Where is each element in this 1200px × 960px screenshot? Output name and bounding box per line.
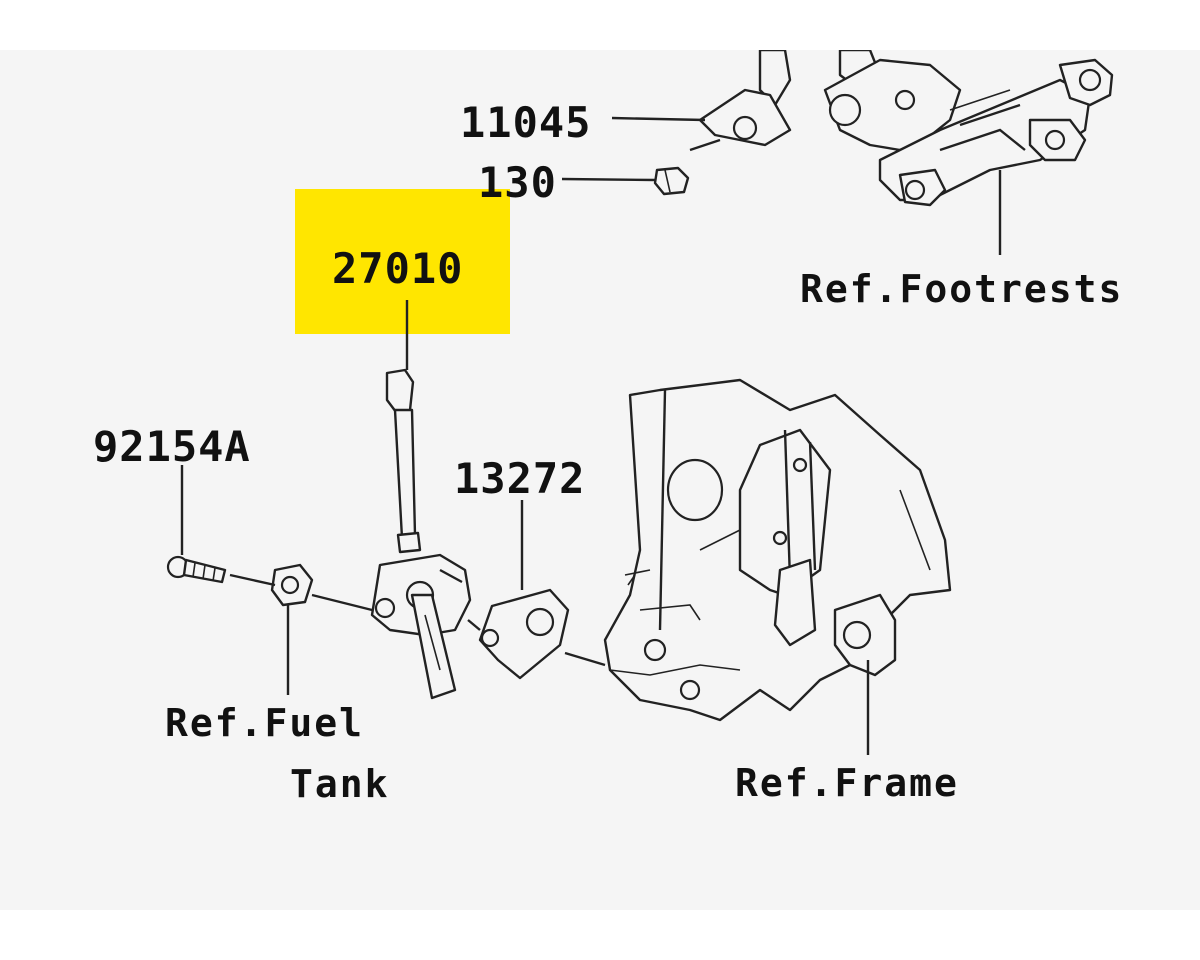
label-130: 130 bbox=[478, 158, 557, 207]
bolt-130 bbox=[653, 166, 690, 196]
bolt-92154A bbox=[166, 555, 227, 584]
part-27010-sensor bbox=[370, 368, 472, 700]
label-13272: 13272 bbox=[454, 454, 586, 503]
highlight-box-27010 bbox=[295, 189, 510, 334]
label-ref-fuel-tank-line2: Tank bbox=[290, 762, 390, 806]
parts-diagram: 11045 130 27010 92154A 13272 Ref.Footres… bbox=[0, 50, 1200, 910]
fuel-tank-bracket bbox=[270, 563, 314, 607]
label-92154A: 92154A bbox=[93, 422, 251, 471]
plate-13272 bbox=[478, 588, 570, 680]
footrest-bracket bbox=[698, 50, 1114, 207]
label-ref-frame: Ref.Frame bbox=[735, 761, 959, 805]
leader-lines bbox=[180, 116, 1002, 755]
diagram-drawing bbox=[166, 50, 1114, 755]
label-ref-footrests: Ref.Footrests bbox=[800, 267, 1124, 311]
engine-frame bbox=[603, 378, 952, 722]
label-27010: 27010 bbox=[332, 244, 464, 293]
label-11045: 11045 bbox=[460, 98, 592, 147]
label-ref-fuel-tank-line1: Ref.Fuel bbox=[165, 701, 365, 745]
